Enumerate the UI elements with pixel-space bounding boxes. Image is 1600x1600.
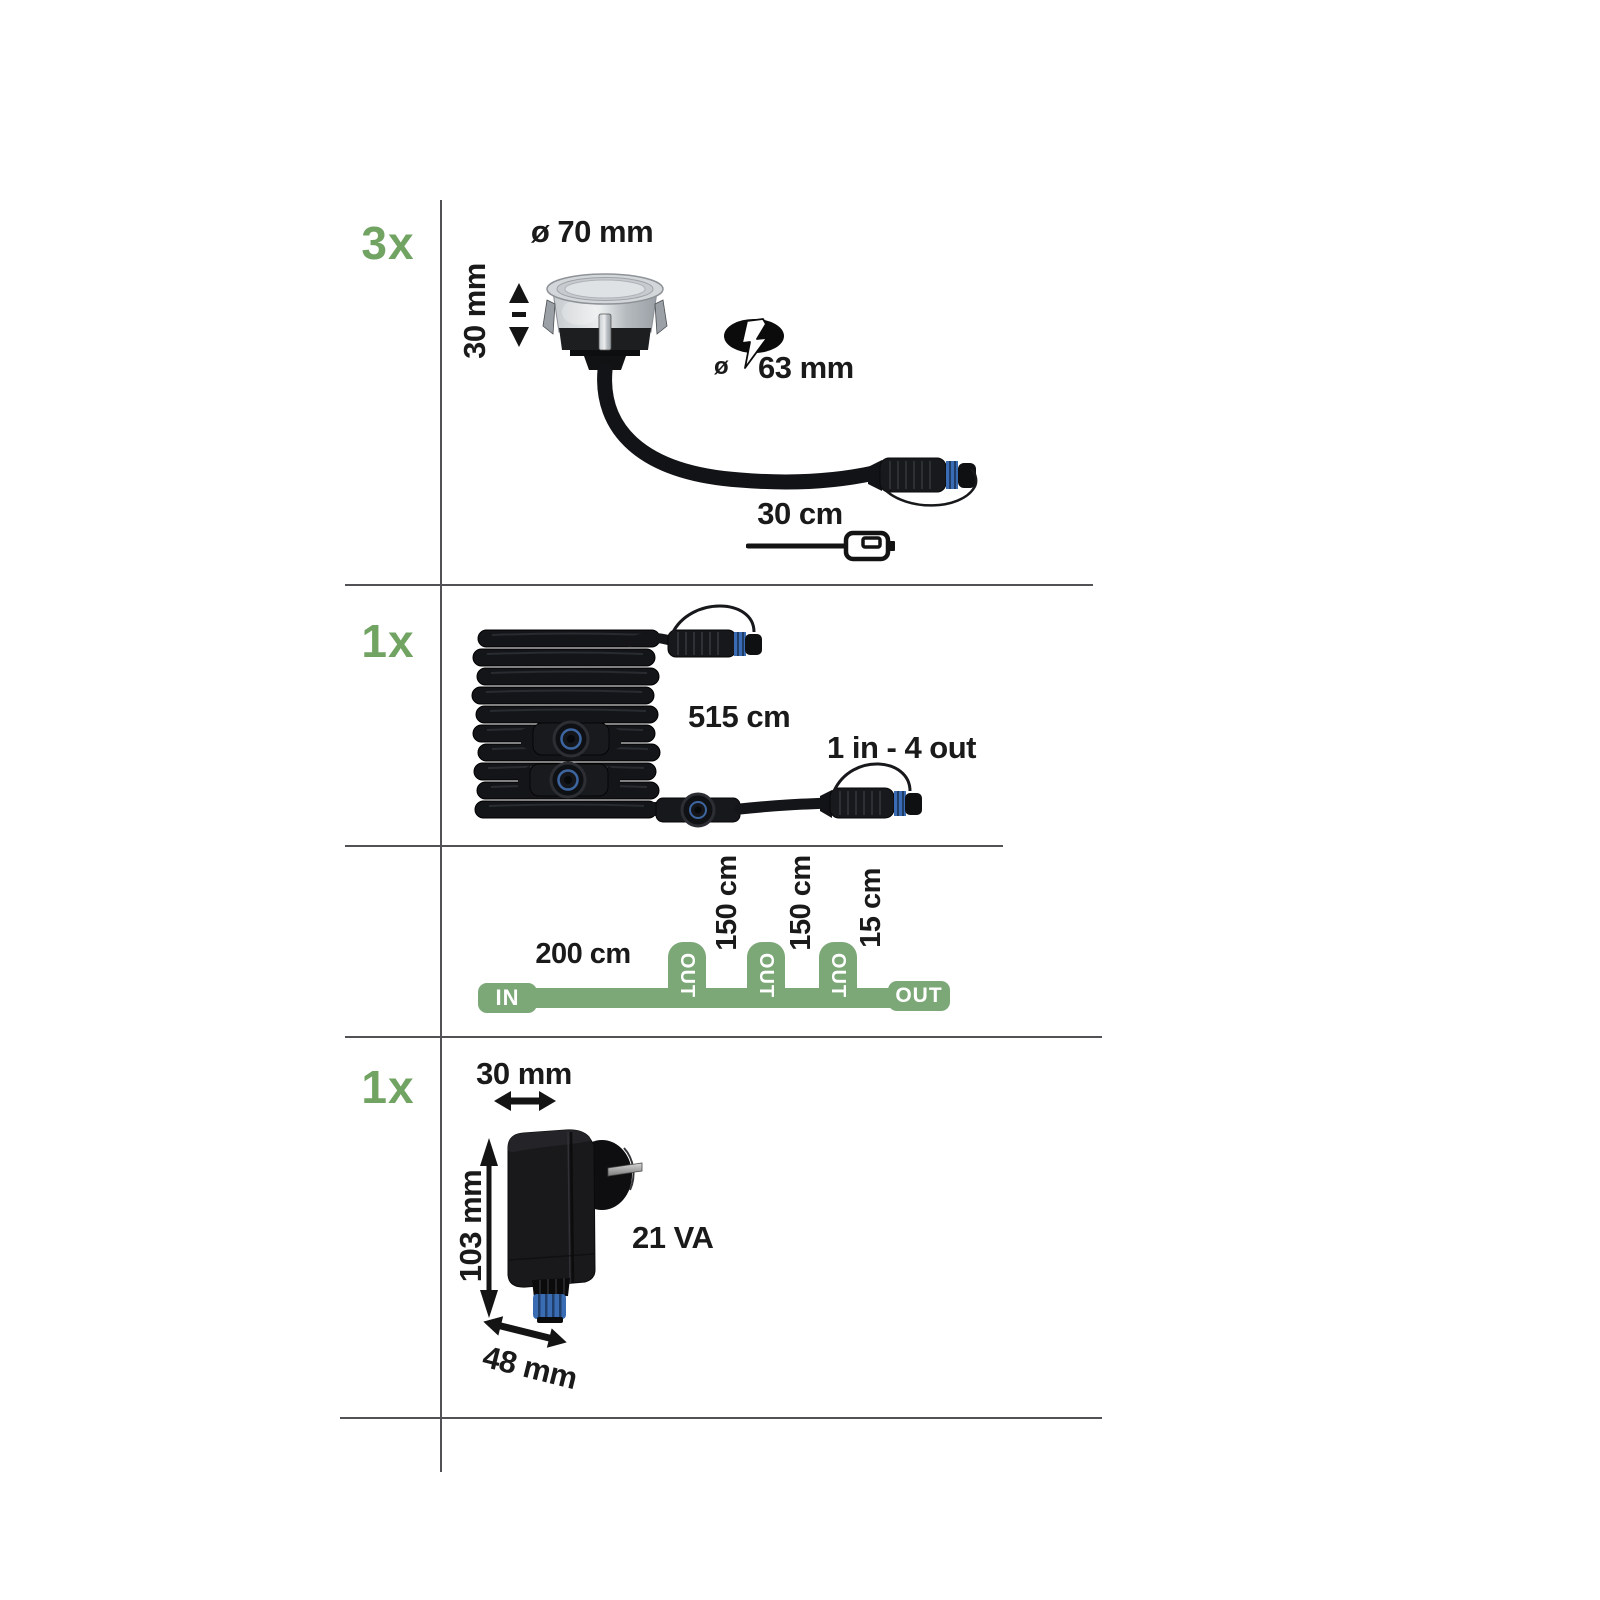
cable-length-label: 515 cm: [688, 699, 791, 734]
cable-end-connector: [820, 762, 922, 819]
coiled-cable-illustration: [471, 604, 922, 828]
ps-depth-arrow: [480, 1310, 569, 1354]
wiring-out-stub-label-1: OUT: [676, 952, 699, 998]
section-divider-2: [345, 845, 1003, 847]
adapter-blue-ring: [533, 1294, 566, 1319]
wiring-out-stub-2: OUT: [747, 942, 785, 1008]
coil-outlet-connector-1: [521, 720, 621, 758]
wiring-out-stub-1: OUT: [668, 942, 706, 1008]
cable-count-label: 1x: [361, 615, 415, 667]
section-divider-4: [340, 1417, 1102, 1419]
ps-depth-label: 48 mm: [479, 1338, 581, 1397]
connector-cap-tether: [883, 468, 978, 507]
cable-in-connector: [625, 604, 762, 658]
spot-cable: [597, 362, 882, 490]
ps-depth-arrow-icon: [483, 1316, 567, 1348]
coil-outlet-connector-2: [518, 761, 620, 799]
connector-blue-ring: [946, 461, 958, 489]
wiring-out-stub-label-2: OUT: [755, 952, 778, 998]
recessed-light-illustration: [542, 273, 978, 507]
wiring-bus-bar: [532, 988, 892, 1008]
adapter-body: [507, 1129, 596, 1288]
mounting-clip-left: [542, 299, 556, 335]
spotlight-count-label: 3x: [361, 217, 415, 269]
cable-length-icon: [746, 530, 895, 562]
ps-height-arrow-icon: [480, 1138, 498, 1318]
spot-height-arrow-icon: [509, 283, 529, 347]
spot-cable-connector: [868, 457, 978, 507]
segment-length-3: 150 cm: [784, 855, 817, 951]
mounting-clip-right: [654, 299, 668, 335]
wiring-end-out-label: OUT: [895, 984, 943, 1007]
wiring-in-terminal: IN: [478, 983, 537, 1013]
power-adapter-illustration: [507, 1129, 643, 1323]
cutout-diameter-label: 63 mm: [758, 350, 854, 385]
segment-length-1: 200 cm: [535, 938, 631, 970]
ps-width-label: 30 mm: [476, 1056, 572, 1091]
t-outlet-connector: [644, 792, 836, 828]
wiring-out-stub-label-3: OUT: [827, 952, 850, 998]
ps-rating-label: 21 VA: [632, 1220, 714, 1255]
cable-ports-label: 1 in - 4 out: [827, 730, 977, 765]
segment-length-4: 15 cm: [854, 868, 887, 948]
spot-cable-length-label: 30 cm: [757, 496, 843, 531]
section-divider-3: [345, 1036, 1102, 1038]
segment-length-2: 150 cm: [710, 855, 743, 951]
ps-width-arrow-icon: [494, 1091, 556, 1111]
wiring-in-label: IN: [495, 985, 520, 1010]
spotlight-diameter-label: ø 70 mm: [530, 214, 654, 249]
section-divider-1: [345, 584, 1093, 586]
lightning-bolt-icon: [724, 318, 784, 369]
wiring-end-out-terminal: OUT: [888, 981, 950, 1011]
vertical-separator-line: [440, 200, 442, 1472]
wiring-out-stub-3: OUT: [819, 942, 857, 1008]
cutout-diameter-symbol: ø: [714, 353, 729, 380]
adapter-output-connector: [532, 1278, 570, 1323]
light-rim: [546, 273, 664, 305]
power-supply-count-label: 1x: [361, 1061, 415, 1113]
plug-pin: [607, 1162, 643, 1177]
